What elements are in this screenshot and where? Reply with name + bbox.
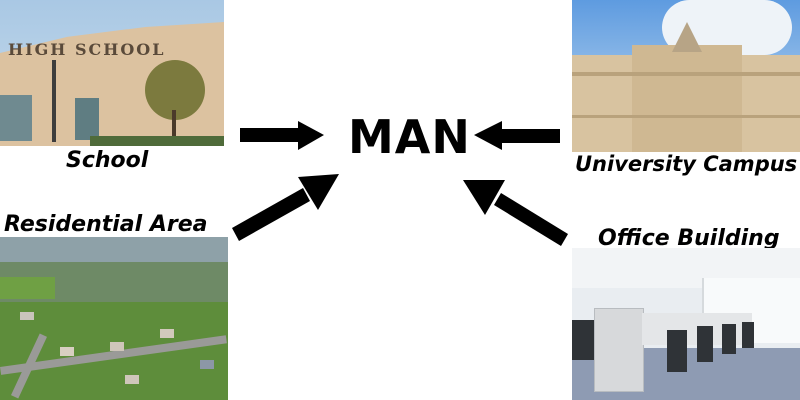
school-sign: HIGH SCHOOL bbox=[8, 40, 166, 59]
arrow-up-right-icon bbox=[232, 174, 339, 241]
arrow-left-icon bbox=[474, 121, 560, 150]
office-photo bbox=[572, 248, 800, 400]
university-photo bbox=[572, 0, 800, 152]
center-node-label: MAN bbox=[348, 110, 471, 164]
university-label: University Campus bbox=[575, 152, 798, 176]
arrow-right-icon bbox=[240, 121, 324, 150]
arrow-up-left-icon bbox=[463, 180, 568, 246]
residential-label: Residential Area bbox=[4, 212, 208, 237]
office-label: Office Building bbox=[598, 226, 780, 251]
residential-photo bbox=[0, 237, 228, 400]
school-label: School bbox=[66, 148, 149, 173]
school-photo: HIGH SCHOOL bbox=[0, 0, 224, 146]
